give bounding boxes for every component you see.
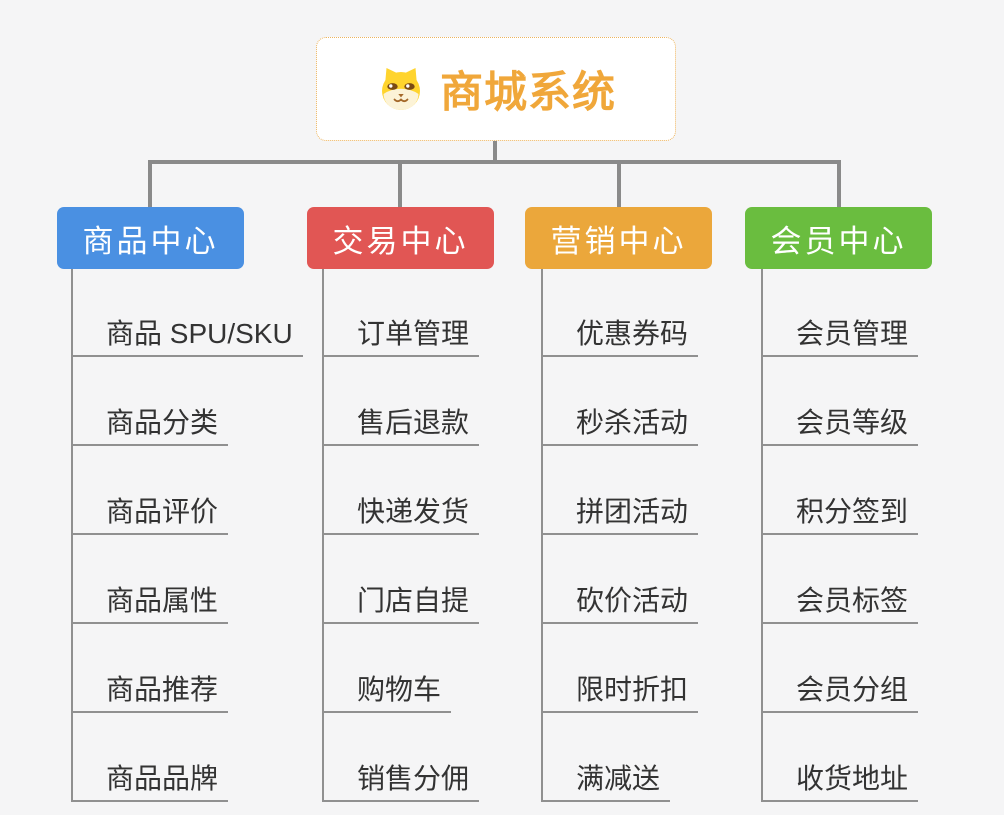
branch-node-marketing-center[interactable]: 营销中心 (525, 207, 712, 269)
branch-node-trade-center[interactable]: 交易中心 (307, 207, 494, 269)
branch-node-product-center[interactable]: 商品中心 (57, 207, 244, 269)
connector-root-trunk (493, 141, 497, 164)
leaf-node[interactable]: 商品评价 (71, 495, 229, 535)
leaf-node[interactable]: 商品品牌 (71, 762, 229, 802)
leaf-node[interactable]: 限时折扣 (541, 673, 699, 713)
leaf-node[interactable]: 订单管理 (322, 317, 480, 357)
leaf-node[interactable]: 商品 SPU/SKU (71, 317, 303, 357)
dog-face-icon (376, 64, 426, 114)
connector-bus (148, 160, 841, 164)
leaf-node[interactable]: 商品推荐 (71, 673, 229, 713)
leaf-node[interactable]: 销售分佣 (322, 762, 480, 802)
root-node-mall-system[interactable]: 商城系统 (316, 37, 676, 141)
leaf-node[interactable]: 门店自提 (322, 584, 480, 624)
leaf-node[interactable]: 秒杀活动 (541, 406, 699, 446)
leaf-node[interactable]: 会员管理 (761, 317, 919, 357)
connector-drop (617, 164, 621, 207)
leaf-node[interactable]: 积分签到 (761, 495, 919, 535)
leaf-node[interactable]: 售后退款 (322, 406, 480, 446)
leaf-node[interactable]: 快递发货 (322, 495, 480, 535)
branch-trunk-line (71, 269, 73, 802)
leaf-node[interactable]: 会员标签 (761, 584, 919, 624)
root-title: 商城系统 (440, 69, 616, 117)
branch-node-member-center[interactable]: 会员中心 (745, 207, 932, 269)
branch-trunk-line (541, 269, 543, 802)
branch-trunk-line (322, 269, 324, 802)
connector-drop (148, 164, 152, 207)
leaf-node[interactable]: 砍价活动 (541, 584, 699, 624)
leaf-node[interactable]: 商品分类 (71, 406, 229, 446)
canvas-bottom-edge (0, 815, 1004, 840)
connector-drop (837, 164, 841, 207)
leaf-node[interactable]: 会员分组 (761, 673, 919, 713)
leaf-node[interactable]: 满减送 (541, 762, 671, 802)
connector-drop (398, 164, 402, 207)
leaf-node[interactable]: 商品属性 (71, 584, 229, 624)
leaf-node[interactable]: 购物车 (322, 673, 452, 713)
leaf-node[interactable]: 优惠券码 (541, 317, 699, 357)
leaf-node[interactable]: 会员等级 (761, 406, 919, 446)
branch-trunk-line (761, 269, 763, 802)
leaf-node[interactable]: 拼团活动 (541, 495, 699, 535)
leaf-node[interactable]: 收货地址 (761, 762, 919, 802)
